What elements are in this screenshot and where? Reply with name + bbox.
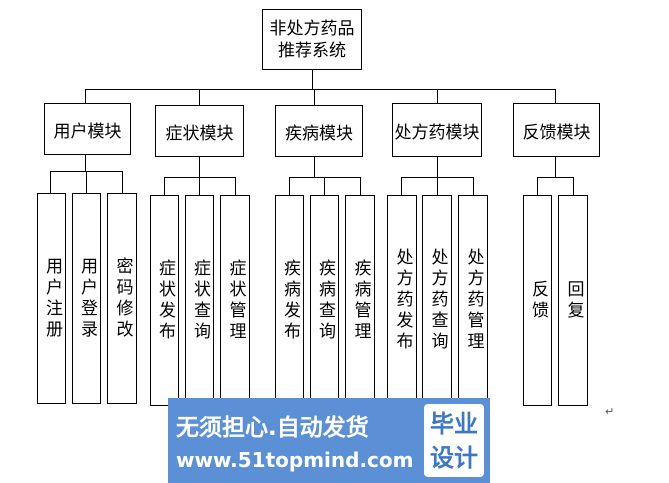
connector xyxy=(86,171,87,193)
connector xyxy=(50,171,51,193)
module-disease: 疾病模块 xyxy=(275,105,363,157)
leaf-feedback: 反馈 xyxy=(523,195,552,406)
connector xyxy=(85,89,86,103)
leaf-disease-publish: 疾病发布 xyxy=(275,195,304,406)
leaf-prescription-manage: 处方药管理 xyxy=(458,195,488,406)
module-prescription: 处方药模块 xyxy=(392,103,482,157)
leaf-disease-query: 疾病查询 xyxy=(310,195,339,406)
watermark-badge-line2: 设计 xyxy=(430,444,478,472)
connector xyxy=(473,177,474,195)
connector xyxy=(289,177,290,195)
leaf-symptom-publish: 症状发布 xyxy=(150,195,179,406)
root-title-line2: 推荐系统 xyxy=(278,40,346,61)
connector xyxy=(537,177,573,178)
connector xyxy=(314,157,315,177)
connector xyxy=(314,89,315,105)
watermark-text-area: 无须担心.自动发货 www.51topmind.com xyxy=(168,398,420,483)
leaf-symptom-query: 症状查询 xyxy=(185,195,214,406)
watermark-url: www.51topmind.com xyxy=(176,448,414,472)
connector xyxy=(235,177,236,195)
connector xyxy=(537,177,538,195)
module-feedback: 反馈模块 xyxy=(513,103,600,157)
connector xyxy=(401,177,402,195)
watermark-slogan: 无须担心.自动发货 xyxy=(176,415,369,441)
leaf-disease-manage: 疾病管理 xyxy=(345,195,375,406)
connector xyxy=(360,177,361,195)
root-node: 非处方药品 推荐系统 xyxy=(262,9,362,70)
leaf-user-login: 用户登录 xyxy=(72,193,101,404)
paragraph-return-mark: ↵ xyxy=(605,405,615,418)
leaf-password-change: 密码修改 xyxy=(107,193,137,404)
leaf-prescription-publish: 处方药发布 xyxy=(387,195,417,406)
leaf-user-register: 用户注册 xyxy=(37,193,66,404)
module-user: 用户模块 xyxy=(44,103,131,155)
leaf-reply: 回复 xyxy=(558,195,588,406)
connector xyxy=(555,89,556,103)
connector xyxy=(85,155,86,171)
watermark-badge-line1: 毕业 xyxy=(430,410,478,438)
connector xyxy=(122,171,123,193)
watermark-badge: 毕业 设计 xyxy=(424,404,484,477)
watermark-banner: 无须担心.自动发货 www.51topmind.com 毕业 设计 xyxy=(168,398,490,483)
connector xyxy=(573,177,574,195)
connector xyxy=(164,177,165,195)
module-symptom: 症状模块 xyxy=(155,105,244,157)
connector xyxy=(324,177,325,195)
connector xyxy=(312,70,313,89)
connector xyxy=(85,89,555,90)
connector xyxy=(437,177,438,195)
connector xyxy=(199,177,200,195)
connector xyxy=(437,157,438,177)
root-title-line1: 非处方药品 xyxy=(269,18,355,39)
connector xyxy=(199,89,200,105)
connector xyxy=(199,157,200,177)
leaf-symptom-manage: 症状管理 xyxy=(220,195,250,406)
connector xyxy=(437,89,438,103)
leaf-prescription-query: 处方药查询 xyxy=(422,195,452,406)
connector xyxy=(555,157,556,177)
